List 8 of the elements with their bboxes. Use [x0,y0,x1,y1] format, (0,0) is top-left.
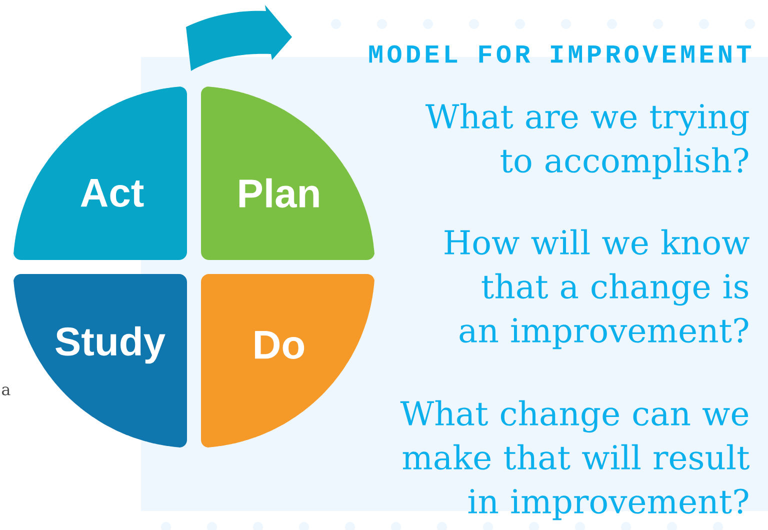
quadrant-segment: Do [200,272,375,448]
question-text: What are we trying to accomplish? [426,103,749,180]
heading: MODEL FOR IMPROVEMENT [369,45,751,63]
question-text: What change can we make that will result in improvement? [400,400,750,520]
quadrant-segment: Plan [200,86,375,262]
quadrant-segment: Act [13,86,188,262]
quadrant-segment: Study [13,272,188,448]
question-text: How will we know that a change is an improvement? [444,229,750,350]
